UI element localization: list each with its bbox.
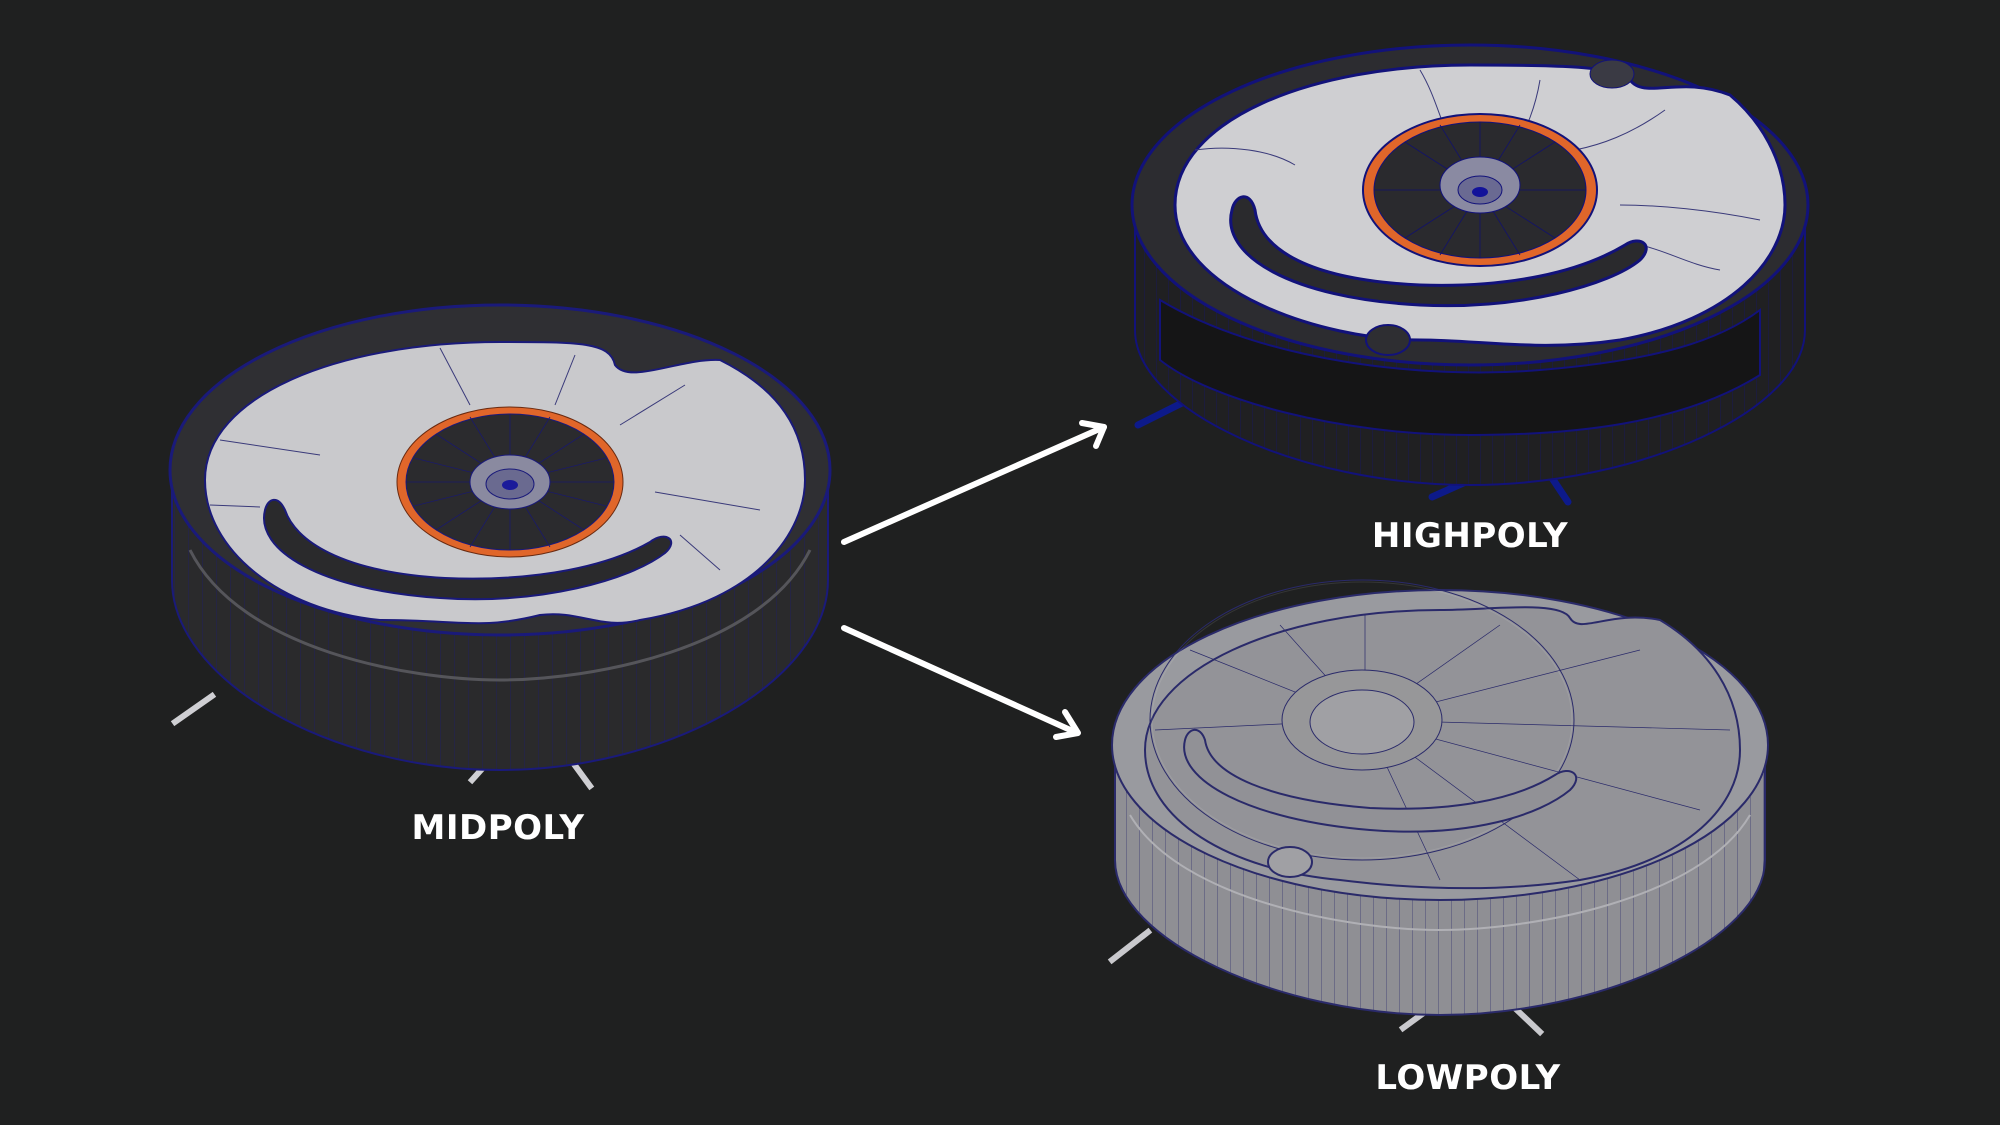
lowpoly-label: LOWPOLY [1375,1058,1561,1098]
arrow-to-highpoly [841,420,1107,545]
midpoly-label: MIDPOLY [411,808,585,848]
highpoly-model [1120,40,1820,520]
highpoly-label: HIGHPOLY [1371,516,1569,556]
lowpoly-model [1100,579,1800,1040]
arrow-to-lowpoly [841,625,1081,740]
midpoly-model [160,303,840,800]
